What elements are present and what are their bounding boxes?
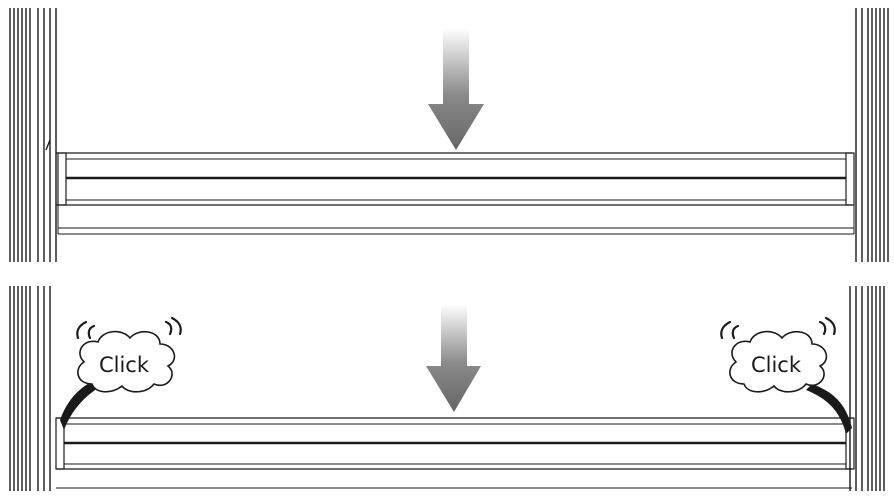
- speech-cloud-icon: [77, 330, 176, 393]
- left-frame-post: [9, 286, 51, 491]
- panel-step-1: [9, 8, 889, 262]
- shelf-rail: [56, 152, 855, 235]
- click-callout-right: Click: [720, 316, 852, 434]
- sound-wave-icon: [76, 316, 182, 340]
- right-frame-post: [849, 286, 885, 491]
- click-callout-left: Click: [60, 316, 182, 430]
- shelf-rail: [55, 417, 855, 489]
- click-label: Click: [751, 353, 802, 377]
- click-label: Click: [99, 353, 150, 377]
- speech-cloud-icon: [729, 330, 828, 393]
- left-frame-post: [9, 8, 57, 262]
- down-arrow-icon: [428, 28, 484, 150]
- sound-wave-icon: [720, 316, 836, 340]
- right-frame-post: [855, 8, 889, 262]
- down-arrow-icon: [426, 304, 481, 412]
- panel-step-2: Click Click: [9, 286, 885, 491]
